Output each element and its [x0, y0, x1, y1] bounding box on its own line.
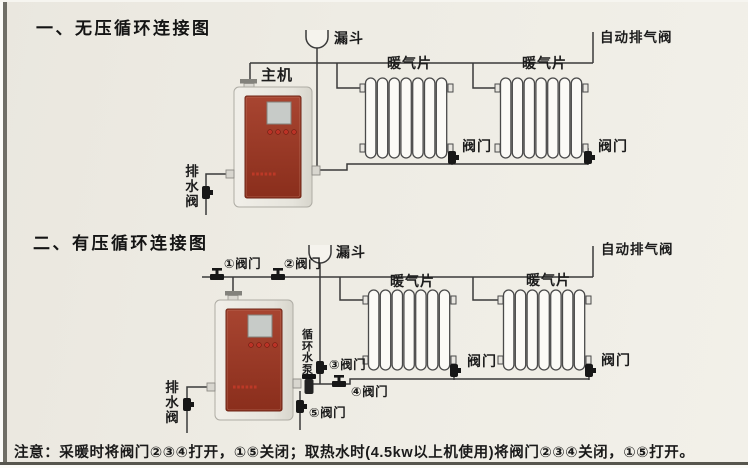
d1-radiator1-drop	[336, 63, 360, 89]
d2-radiator1-valve-icon	[450, 364, 461, 377]
d1-radiator2-valve-label: 阀门	[598, 138, 628, 154]
d1-drain-pipe	[205, 173, 226, 215]
diagram1-title: 一、无压循环连接图	[36, 19, 212, 38]
d2-pump-label: 循环水泵	[302, 329, 313, 376]
d1-radiator2-drop	[472, 63, 495, 89]
d2-return-pipe	[313, 378, 589, 385]
scan-edge-left-dark	[3, 0, 7, 468]
d2-valve3-label: ③阀门	[329, 358, 367, 372]
scan-edge-bottom-dark	[0, 462, 748, 465]
d1-funnel-label: 漏斗	[334, 30, 364, 46]
d1-drain-valve-icon	[202, 186, 213, 199]
d2-radiator2-drop	[472, 277, 498, 301]
d2-boiler	[206, 299, 302, 421]
scan-edge-top	[0, 0, 748, 2]
d2-valve1-icon	[210, 268, 224, 280]
diagram1-piping	[205, 32, 594, 215]
d2-valve5-icon	[296, 400, 307, 413]
diagram2-piping	[186, 246, 594, 433]
d2-funnel-label: 漏斗	[336, 244, 366, 260]
d2-auto-vent-label: 自动排气阀	[601, 242, 674, 257]
d1-radiator1-valve-label: 阀门	[462, 138, 492, 154]
d2-valve2-icon	[271, 268, 285, 280]
d2-drain-pipe	[186, 386, 207, 433]
d2-valve4-label: ④阀门	[351, 385, 389, 399]
d2-radiator2-valve-label: 阀门	[601, 352, 631, 368]
d2-valve5-label: ⑤阀门	[309, 406, 347, 420]
d2-radiator-2	[497, 289, 592, 371]
d2-radiator1-label: 暖气片	[390, 273, 435, 289]
d1-return-pipe	[316, 163, 588, 171]
d1-funnel-icon	[305, 29, 329, 49]
d1-radiator2-valve-icon	[584, 151, 595, 164]
d1-main-unit-label: 主机	[261, 67, 294, 84]
scan-edge-left-white	[0, 0, 3, 468]
diagram2-title: 二、有压循环连接图	[33, 234, 209, 253]
d2-radiator1-valve-label: 阀门	[467, 353, 497, 369]
d1-auto-vent-label: 自动排气阀	[600, 30, 673, 45]
d2-radiator2-valve-icon	[585, 364, 596, 377]
d1-radiator1-label: 暖气片	[387, 55, 432, 71]
d2-valve2-label: ②阀门	[284, 257, 322, 271]
d2-valve1-label: ①阀门	[224, 257, 262, 271]
d1-radiator1-valve-icon	[448, 151, 459, 164]
d1-radiator-2	[494, 77, 589, 159]
d2-drain-valve-label: 排水阀	[165, 380, 179, 426]
d1-radiator2-label: 暖气片	[522, 55, 567, 71]
d1-drain-valve-label: 排水阀	[185, 164, 199, 210]
d2-valve3-icon	[316, 361, 327, 374]
d2-radiator-1	[362, 289, 457, 371]
usage-note: 注意：采暖时将阀门②③④打开，①⑤关闭；取热水时(4.5kw以上机使用)将阀门②…	[14, 445, 695, 461]
d1-radiator-1	[359, 77, 454, 159]
d2-boiler-flange	[225, 291, 242, 301]
d1-boiler	[225, 86, 321, 208]
d2-valve4-icon	[332, 375, 346, 387]
scan-edge-bottom-white	[0, 464, 748, 468]
d2-radiator1-drop	[339, 277, 363, 301]
d2-radiator2-label: 暖气片	[526, 272, 571, 288]
d2-drain-valve-icon	[183, 398, 194, 411]
